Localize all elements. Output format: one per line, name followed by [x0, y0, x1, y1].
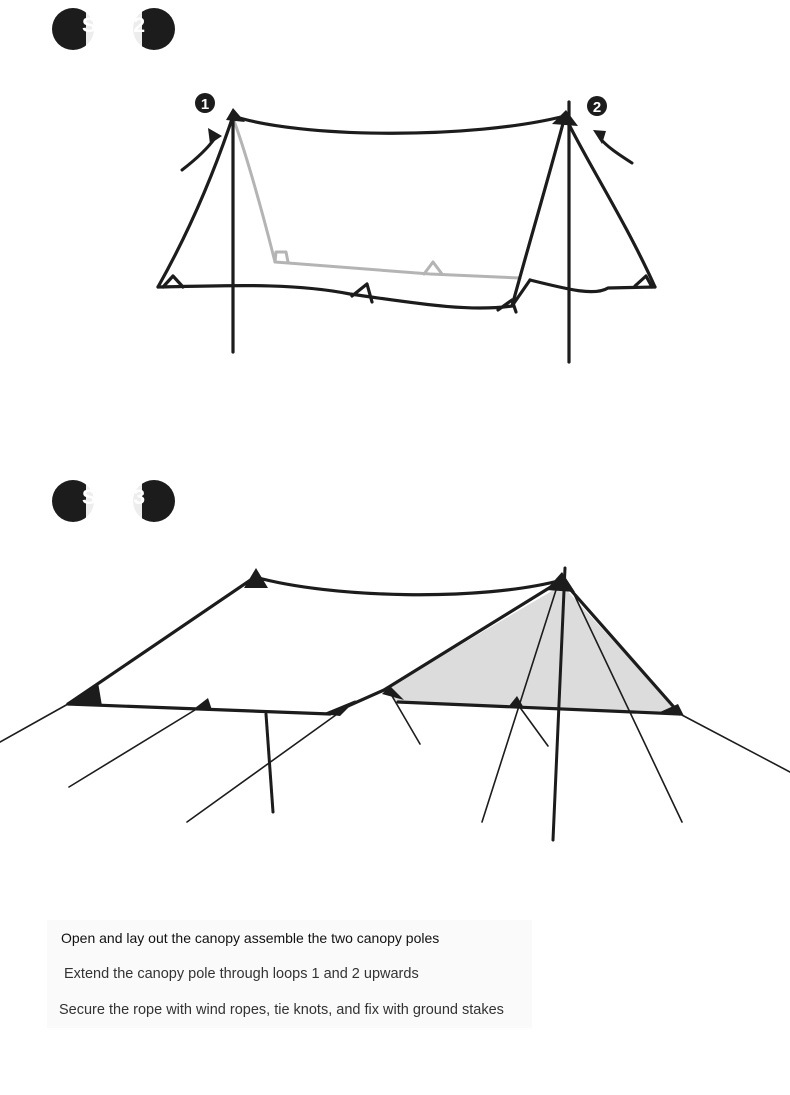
step-3-label: Step 3: [81, 486, 146, 509]
step-2-label: Step 2: [81, 14, 146, 37]
step-3-badge: Step 3: [52, 480, 175, 522]
instruction-line-3: Secure the rope with wind ropes, tie kno…: [59, 1002, 504, 1018]
svg-text:1: 1: [201, 96, 209, 113]
callout-1: 1: [195, 93, 215, 113]
step-2-illustration: 1 2: [156, 93, 657, 364]
badge-overlay: [86, 8, 142, 50]
callout-2: 2: [587, 96, 607, 116]
svg-text:2: 2: [593, 99, 601, 116]
canopy-outline: [156, 100, 657, 364]
step-3-illustration: [0, 566, 790, 842]
corner-loops: [66, 568, 684, 716]
corner-loops: [226, 108, 578, 126]
canopy-outline: [66, 575, 682, 716]
badge-overlay: [86, 480, 142, 522]
step-2-badge: Step 2: [52, 8, 175, 50]
instruction-line-1: Open and lay out the canopy assemble the…: [61, 930, 440, 946]
instruction-line-2: Extend the canopy pole through loops 1 a…: [64, 966, 419, 982]
canopy-shaded-panel: [384, 585, 680, 714]
instructions-panel: Open and lay out the canopy assemble the…: [47, 920, 532, 1028]
